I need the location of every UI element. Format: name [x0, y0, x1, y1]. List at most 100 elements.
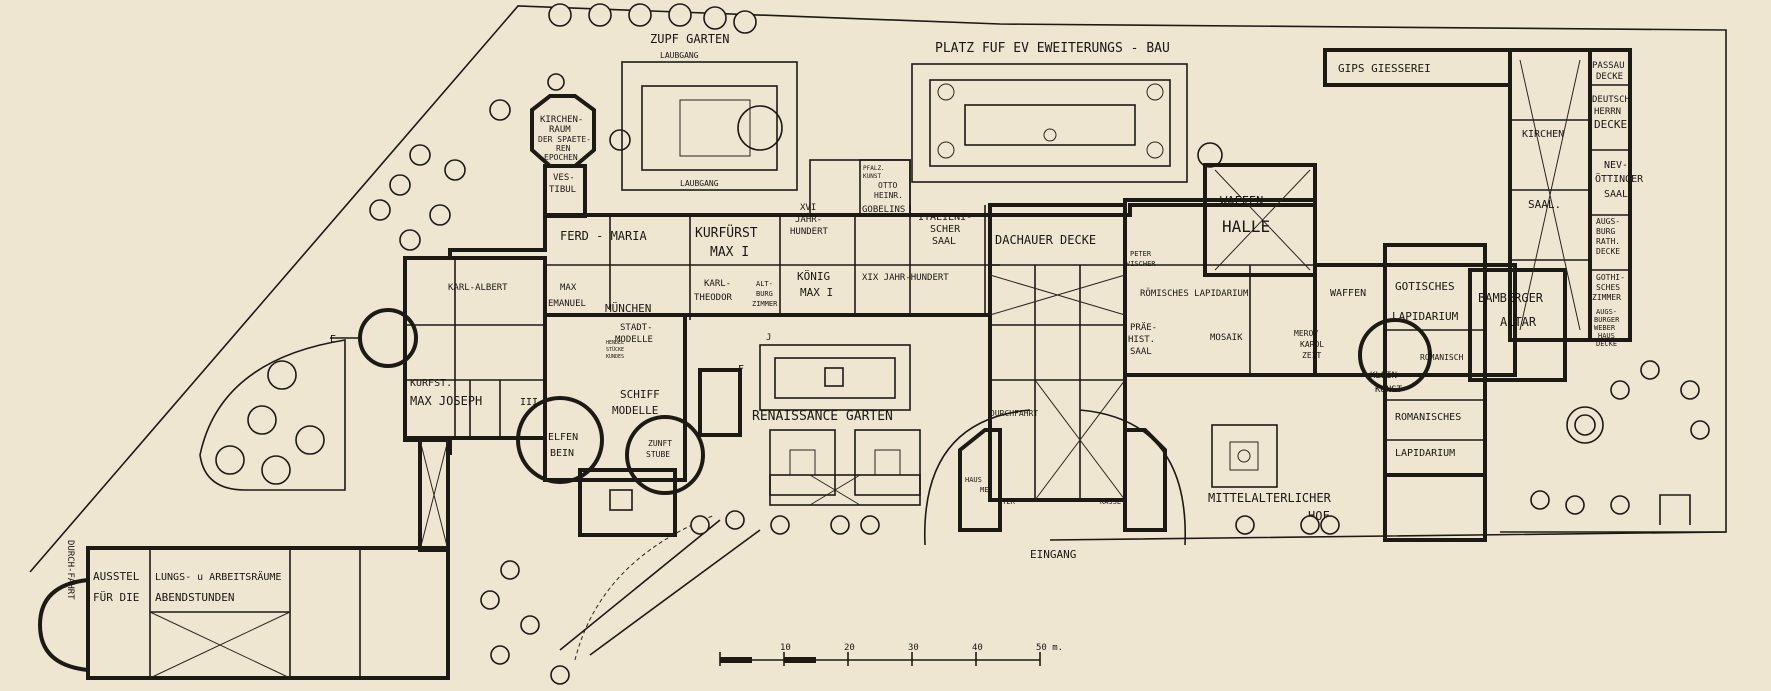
room-augsb-weber-5: DECKE — [1596, 340, 1617, 348]
room-muenchen: MÜNCHEN — [605, 302, 651, 315]
room-passau-2: DECKE — [1596, 72, 1623, 82]
renaissance-garten-label: RENAISSANCE GARTEN — [752, 409, 893, 424]
room-praehist-2: HIST. — [1128, 335, 1155, 345]
room-koenig-2: MAX I — [800, 286, 833, 299]
room-merov-2: KAROL — [1300, 340, 1324, 349]
platz-label: PLATZ FUF EV EWEITERUNGS - BAU — [935, 41, 1170, 56]
room-pfalz-2: KUNST — [863, 173, 881, 180]
room-altburg-2: BURG — [756, 290, 773, 298]
room-ferd-maria: FERD - MARIA — [560, 229, 647, 243]
building-walls — [37, 48, 1632, 680]
room-kurfuerst-mj-3: III — [520, 397, 538, 408]
room-merov-3: ZEIT — [1302, 351, 1321, 360]
room-elfenbein-1: ELFEN — [548, 432, 578, 443]
room-elfenbein-2: BEIN — [550, 448, 574, 459]
room-altburg-3: ZIMMER — [752, 300, 778, 308]
room-augsb-rath-3: RATH. — [1596, 237, 1620, 246]
scale-tick-50: 50 m. — [1036, 643, 1063, 653]
room-gips-giesserei: GIPS GIESSEREI — [1338, 62, 1431, 75]
room-schiff-1: SCHIFF — [620, 388, 660, 401]
room-vestibul-2: TIBUL — [549, 185, 576, 195]
room-xix: XIX JAHR-HUNDERT — [862, 273, 949, 283]
room-nev-3: SAAL — [1604, 189, 1628, 200]
room-karl-theodor-1: KARL- — [704, 279, 731, 289]
section-marker-f: F — [738, 364, 744, 375]
room-max-emanuel-2: EMANUEL — [548, 299, 586, 309]
room-otto-2: HEINR. — [874, 191, 903, 200]
room-bamberger-1: BAMBERGER — [1478, 291, 1544, 305]
room-zunftstube-2: STUBE — [646, 450, 670, 459]
room-kirchenraum-2: RAUM — [549, 125, 571, 135]
room-deutsch-1: DEUTSCH — [1592, 95, 1630, 105]
room-peter-vischer-2: VISCHER — [1126, 260, 1156, 268]
room-gotisches-2: LAPIDARIUM — [1392, 310, 1459, 323]
room-nev-2: ÖTTINGER — [1595, 172, 1644, 185]
diagonal-trees — [369, 3, 757, 251]
room-hausmeister-3: STER — [998, 498, 1016, 506]
room-ausstel-2: LUNGS- u ARBEITSRÄUME — [155, 570, 281, 583]
room-xvi-3: HUNDERT — [790, 227, 829, 237]
room-schiff-2: MODELLE — [612, 404, 658, 417]
room-augsb-rath-1: AUGS- — [1596, 217, 1620, 226]
renaissance-garden: RENAISSANCE GARTEN — [752, 344, 921, 506]
room-kleinkunst-2: KUNST — [1375, 385, 1403, 395]
room-durchfahrt-top: DURCHFAHRT — [990, 409, 1038, 418]
room-karl-albert: KARL-ALBERT — [448, 283, 508, 293]
section-marker-e: E — [330, 334, 336, 345]
room-gotisches-1: GOTISCHES — [1395, 280, 1455, 293]
room-kirchenraum-1: KIRCHEN- — [540, 115, 583, 125]
room-waffen: WAFFEN — [1330, 288, 1366, 299]
zupf-garten: ZUPF GARTEN LAUBGANG LAUBGANG — [621, 32, 798, 191]
room-hausmeister-2: MEI — [980, 486, 993, 494]
room-romanisches: ROMANISCHES — [1395, 412, 1461, 423]
site-boundary — [29, 5, 1727, 573]
room-praehist-3: SAAL — [1130, 347, 1152, 357]
room-peter-vischer-1: PETER — [1130, 250, 1152, 258]
room-bamberger-2: ALTAR — [1500, 315, 1537, 329]
room-italien-1: ITALIENI- — [918, 212, 972, 223]
room-stadtmodelle-2: MODELLE — [615, 335, 653, 345]
room-merov-1: MEROV — [1294, 329, 1318, 338]
room-hendel-1: HENDEL — [606, 340, 624, 346]
room-stadtmodelle-1: STADT- — [620, 323, 653, 333]
room-waffen-halle-2: HALLE — [1222, 217, 1270, 236]
scale-tick-30: 30 — [908, 643, 919, 653]
central-vault-grid — [989, 169, 1311, 501]
room-italien-3: SAAL — [932, 236, 956, 247]
room-augsb-rath-4: DECKE — [1596, 247, 1620, 256]
room-koenig-1: KÖNIG — [797, 270, 830, 283]
room-hendel-2: STÜCKE — [606, 346, 624, 353]
room-kirchenraum-5: EPOCHEN — [544, 153, 578, 162]
room-saal: SAAL. — [1528, 198, 1561, 211]
room-augsb-weber-2: BURGER — [1594, 316, 1620, 324]
scale-tick-10: 10 — [780, 643, 791, 653]
room-kirchenraum-3: DER SPAETE- — [538, 135, 591, 144]
scale-tick-40: 40 — [972, 643, 983, 653]
room-mosaik: MOSAIK — [1210, 333, 1243, 343]
mittelalter-label-1: MITTELALTERLICHER — [1208, 491, 1332, 505]
room-gothisches-1: GOTHI- — [1596, 273, 1625, 282]
room-gothisches-2: SCHES — [1596, 283, 1620, 292]
room-praehist-1: PRÄE- — [1130, 322, 1157, 333]
room-nev-1: NEV- — [1604, 160, 1628, 171]
room-augsb-rath-2: BURG — [1596, 227, 1615, 236]
room-kurfuerst-max-1: KURFÜRST — [695, 224, 758, 241]
room-kurfuerst-max-2: MAX I — [710, 245, 749, 260]
room-pfalz-1: PFALZ. — [863, 165, 885, 172]
room-kleinkunst-1: KLEIN- — [1370, 371, 1403, 381]
room-ausstel-3: FÜR DIE — [93, 591, 139, 604]
eingang-label: EINGANG — [1030, 548, 1076, 561]
room-roemisches: RÖMISCHES LAPIDARIUM — [1140, 288, 1249, 299]
zupf-garten-label: ZUPF GARTEN — [650, 32, 729, 46]
room-kasse: KASSE — [1100, 498, 1121, 506]
room-italien-2: SCHER — [930, 224, 961, 235]
room-gothisches-3: ZIMMER — [1592, 293, 1621, 302]
entrance-paths — [480, 360, 1710, 685]
room-kurfuerst-mj-1: KURFST. — [410, 378, 452, 389]
room-deutsch-3: DECKE — [1594, 118, 1627, 131]
room-altburg-1: ALT- — [756, 280, 773, 288]
room-karl-theodor-2: THEODOR — [694, 293, 733, 303]
room-kirchen: KIRCHEN — [1522, 129, 1564, 140]
durchfahrt-side-label: DURCH-FAHRT — [65, 540, 75, 600]
room-passau-1: PASSAU — [1592, 61, 1625, 71]
